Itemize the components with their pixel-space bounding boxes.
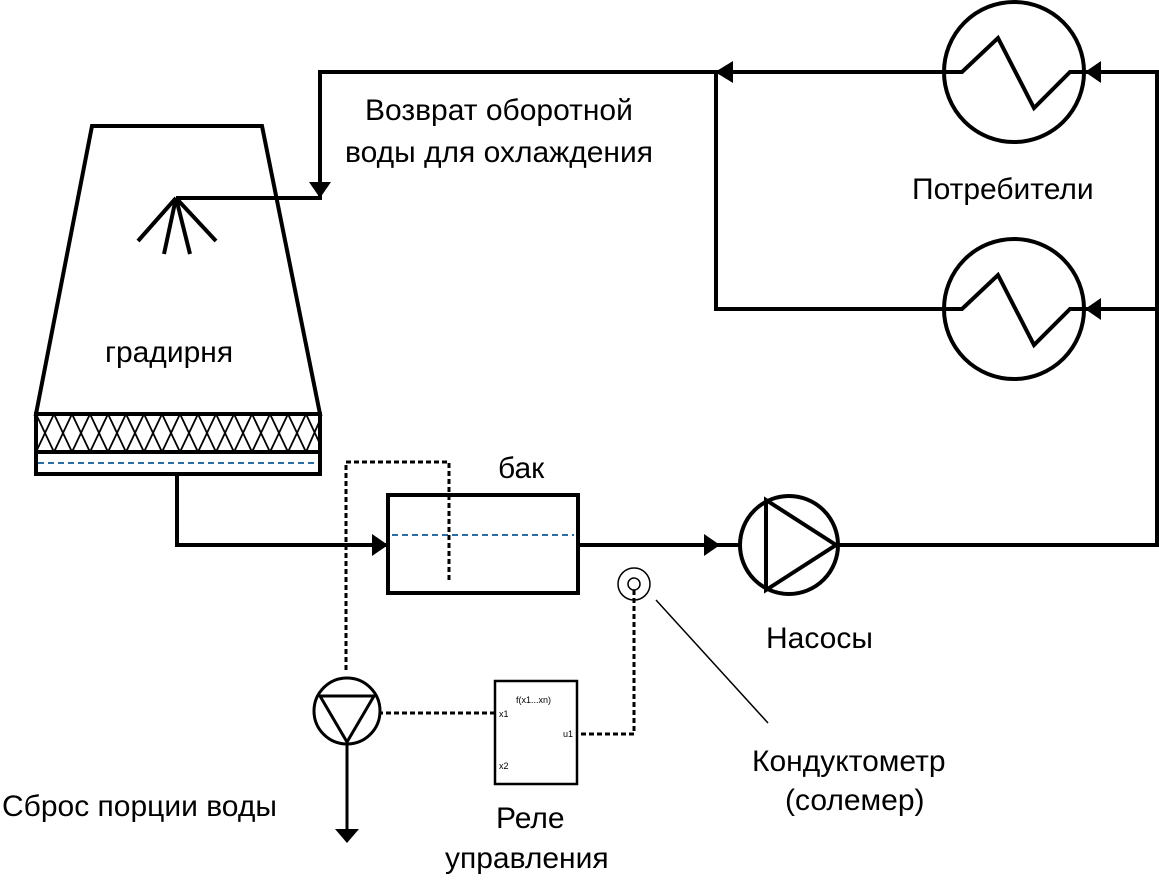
tank-label: бак — [498, 452, 545, 485]
drain-label: Сброс порции воды — [2, 790, 277, 823]
return-label-line1: Возврат оборотной — [365, 94, 633, 127]
pump-icon — [738, 494, 840, 596]
meter-label-line1: Кондуктометр — [752, 745, 946, 778]
relay-function-label: f(x1...xn) — [516, 695, 551, 705]
relay-label-line1: Реле — [496, 802, 565, 835]
supply-arrow-icon-2 — [1085, 298, 1101, 320]
drain-pump-icon — [312, 676, 382, 746]
tower-packing-crosshatch — [35, 413, 321, 453]
relay-label-line2: управления — [445, 842, 609, 875]
supply-arrow-icon-1 — [1085, 61, 1101, 83]
pump — [738, 494, 840, 596]
pumps-label: Насосы — [766, 622, 873, 655]
tank — [386, 493, 580, 595]
tower-to-tank-pipe — [175, 474, 388, 547]
return-arrow-down-icon — [309, 182, 331, 198]
sprinkler-icon — [136, 196, 218, 255]
meter-leader-line — [655, 599, 769, 724]
relay-input-1-label: x1 — [499, 709, 509, 719]
consumer-heat-exchanger-1 — [942, 0, 1086, 144]
pump-triangle-icon — [764, 496, 840, 594]
drain-pump-triangle-icon — [317, 694, 377, 745]
consumer-branch-pipe — [714, 72, 945, 311]
meter-label-line2: (солемер) — [785, 784, 925, 817]
consumer-heat-exchanger-2 — [942, 237, 1086, 381]
return-pipe — [176, 70, 945, 200]
consumers-label: Потребители — [912, 173, 1094, 206]
meter-to-relay-signal — [577, 590, 636, 736]
cooling-tower: градирня — [33, 124, 323, 476]
relay-output-1-label: u1 — [563, 729, 573, 739]
conductivity-meter-icon — [617, 567, 651, 601]
tank-level-signal — [344, 460, 451, 670]
tower-body — [33, 124, 323, 416]
heat-exchanger-coil-icon — [945, 34, 1085, 112]
relay-input-2-label: x2 — [499, 761, 509, 771]
heat-exchanger-coil-icon — [945, 271, 1085, 349]
tower-label: градирня — [105, 336, 233, 369]
pump-inlet-arrow-icon — [704, 534, 720, 556]
return-arrow-left-icon — [715, 61, 733, 83]
return-label-line2: воды для охлаждения — [345, 136, 653, 169]
drain-arrow-down-icon — [335, 829, 359, 843]
tank-inlet-arrow-icon — [372, 534, 388, 556]
drain-pump — [312, 676, 382, 746]
